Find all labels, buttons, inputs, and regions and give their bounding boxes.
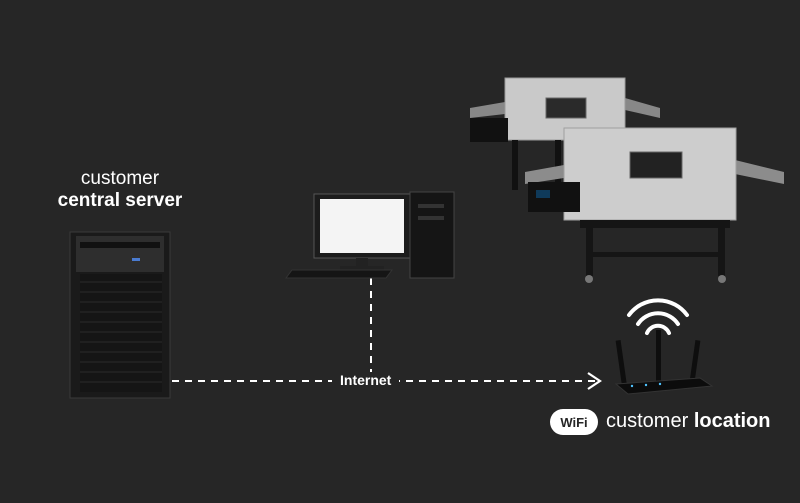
server-title-line2: central server (57, 190, 183, 211)
location-label-bold: location (693, 410, 771, 432)
conveyor-oven-front-icon (525, 127, 784, 283)
server-title-line1: customer (80, 168, 160, 189)
server-tower-icon (69, 231, 171, 399)
arrow-head-icon (587, 372, 602, 390)
wifi-signal-icon (627, 298, 689, 335)
wifi-logo-icon: WiFi (550, 409, 598, 435)
location-label-prefix: customer (606, 410, 689, 432)
desktop-computer-icon (285, 191, 455, 279)
location-label: customer location (606, 410, 770, 433)
server-title: customer central server (30, 168, 210, 212)
wifi-router-icon (614, 330, 714, 395)
wifi-logo-text: WiFi (560, 415, 587, 430)
internet-label: Internet (332, 372, 400, 388)
